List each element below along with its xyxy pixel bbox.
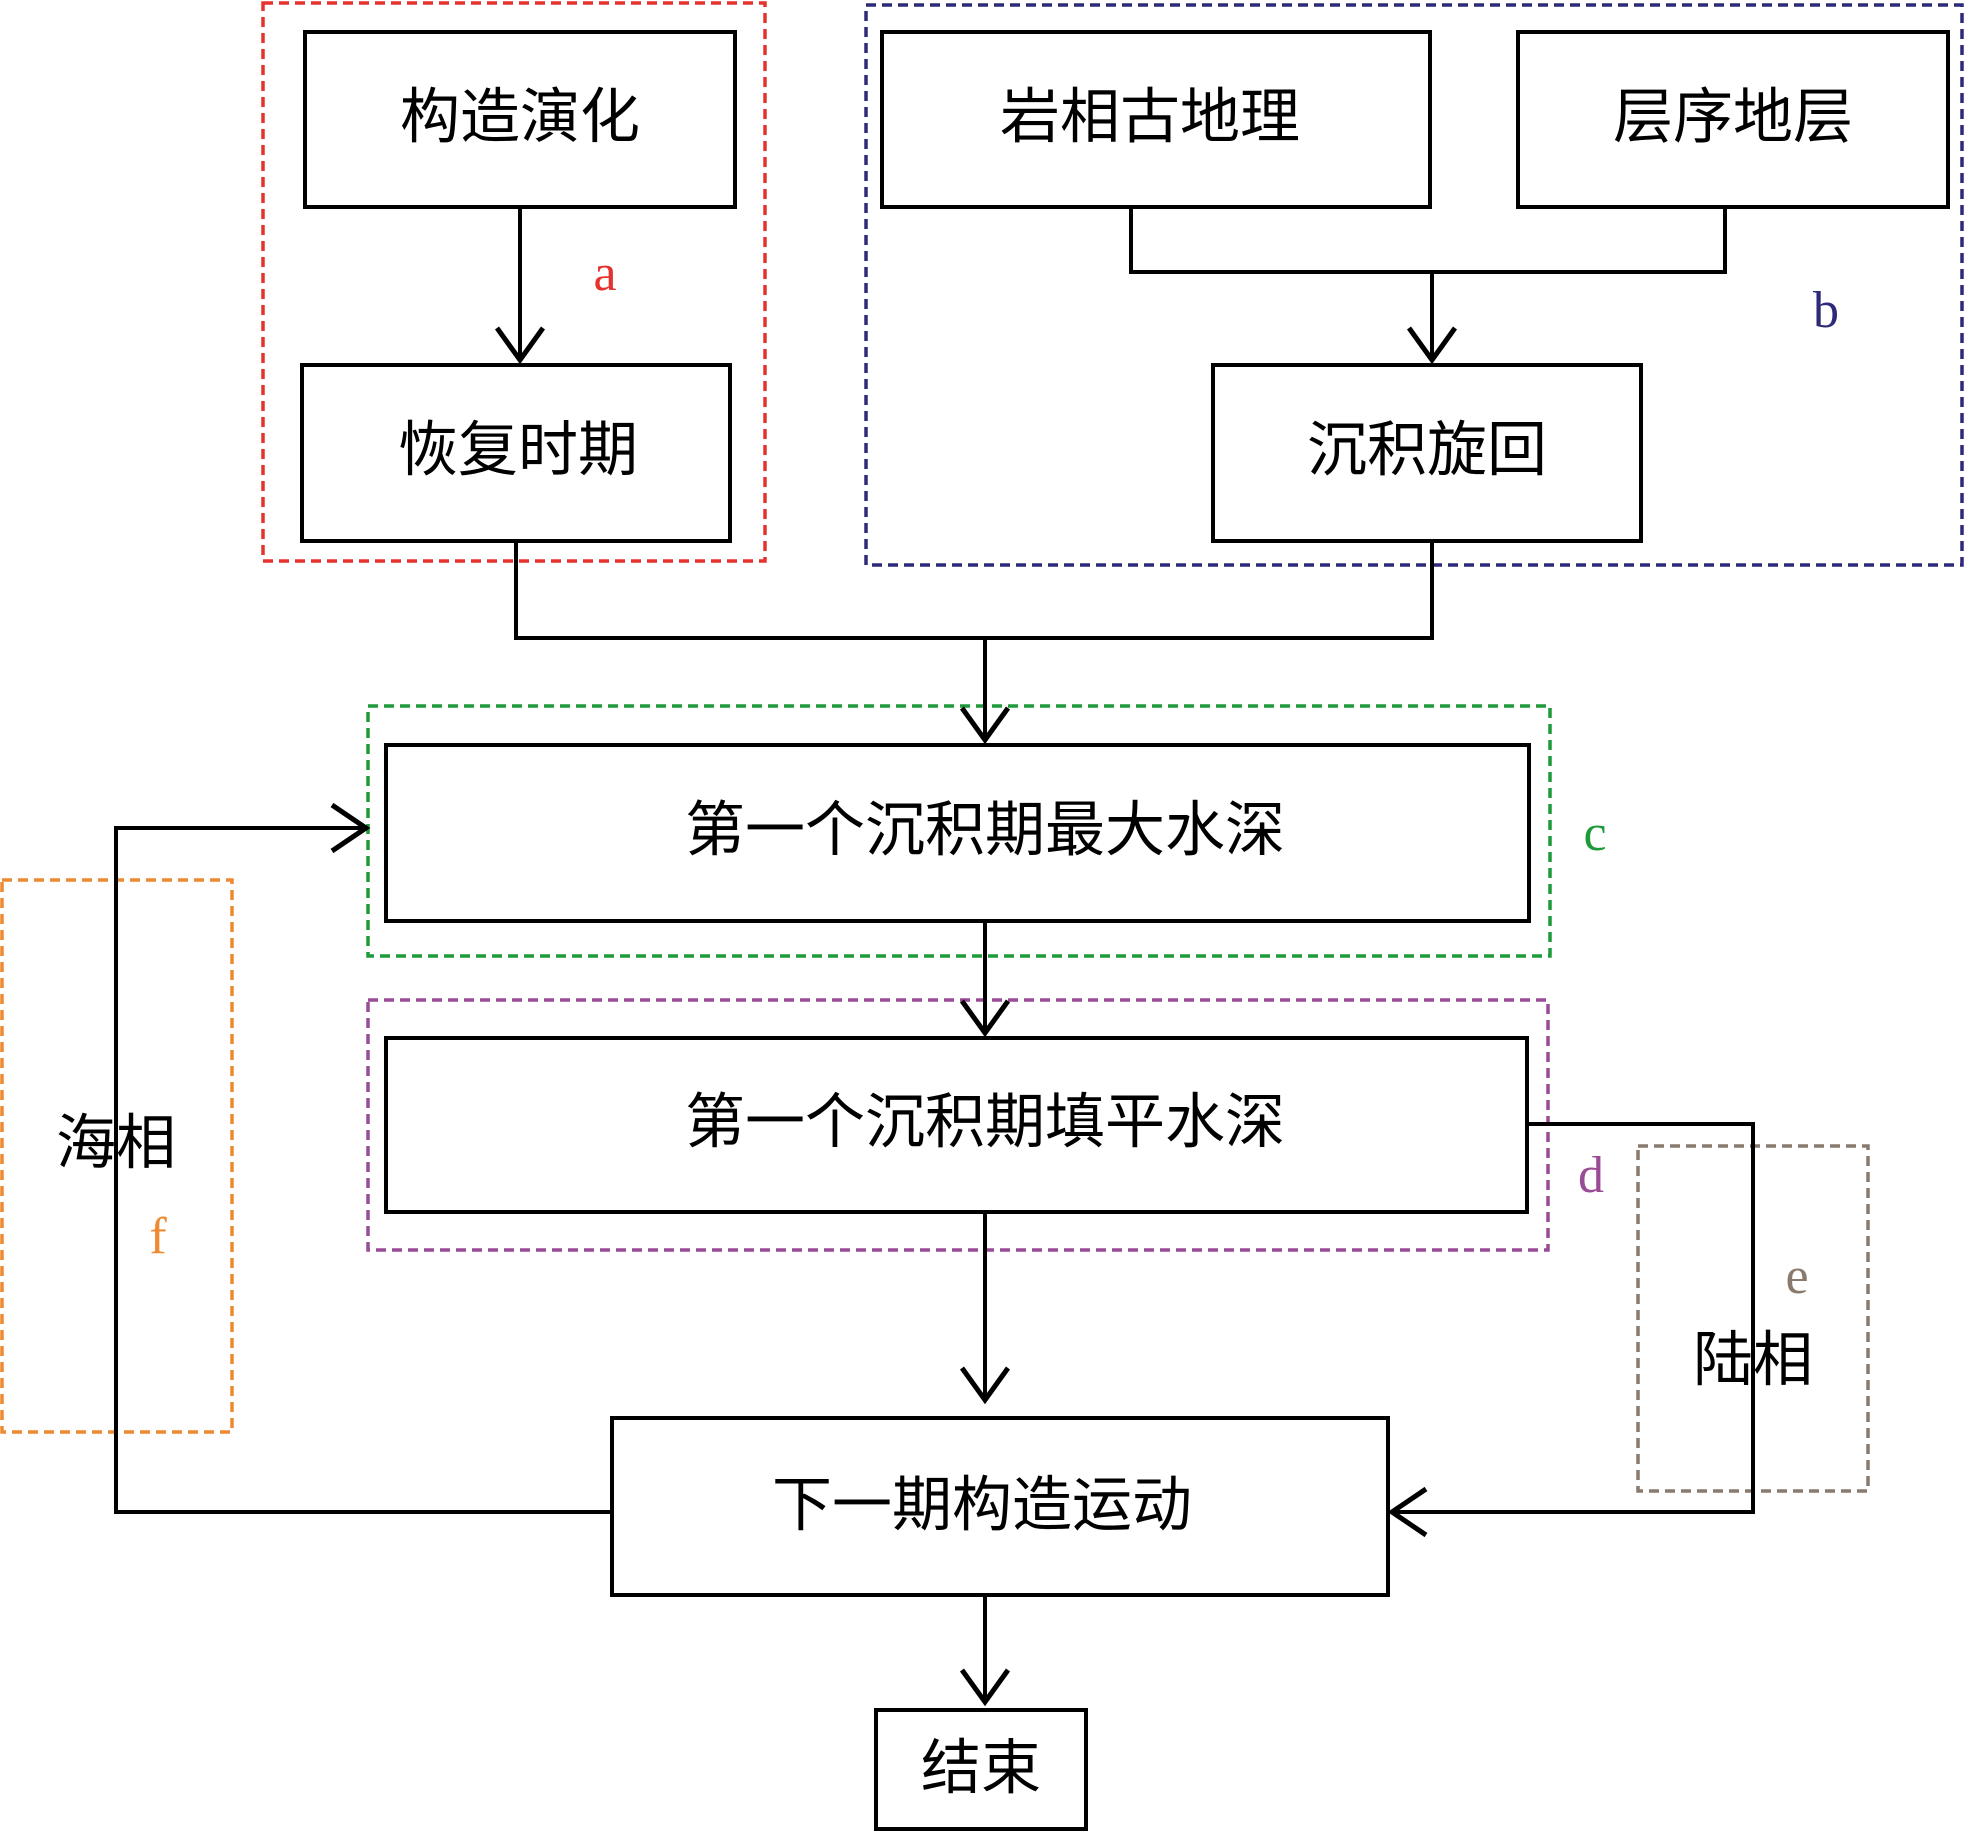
node-sequence-box xyxy=(1516,30,1950,209)
group-a-tag: a xyxy=(593,245,616,302)
arrowhead-marine-return xyxy=(330,802,371,854)
node-sedimentary-cycle-box xyxy=(1211,363,1643,543)
group-b-tag: b xyxy=(1813,282,1839,339)
group-d-tag: d xyxy=(1578,1147,1604,1204)
group-f-tag: f xyxy=(149,1208,167,1265)
node-recovery-period-box xyxy=(300,363,732,543)
group-c-tag: c xyxy=(1583,805,1606,862)
arrowhead-filled-depth xyxy=(959,999,1011,1038)
node-lithofacies-label: 岩相古地理 xyxy=(1000,83,1300,153)
arrowhead-recovery xyxy=(494,326,546,365)
group-b-outline xyxy=(864,3,1964,567)
arrowhead-cycle xyxy=(1406,326,1458,365)
node-end-label: 结束 xyxy=(921,1734,1041,1804)
node-next-tectonic-box xyxy=(610,1416,1390,1597)
node-recovery-period-label: 恢复时期 xyxy=(398,416,638,486)
branch-continental-label: 陆相 xyxy=(1693,1326,1813,1396)
group-a-outline xyxy=(261,1,767,563)
branch-marine-label: 海相 xyxy=(56,1109,176,1179)
connector-recovery-cycle-join xyxy=(514,541,1434,640)
group-e-tag: e xyxy=(1785,1248,1808,1305)
connector-lithofacies-sequence-join xyxy=(1129,207,1727,274)
arrowhead-max-depth xyxy=(959,706,1011,745)
node-end-box xyxy=(874,1708,1088,1831)
node-first-max-depth-box xyxy=(384,743,1531,923)
arrowhead-end xyxy=(959,1668,1011,1707)
node-first-filled-depth-box xyxy=(384,1036,1529,1214)
node-tectonic-evolution-box xyxy=(303,30,737,209)
node-tectonic-evolution-label: 构造演化 xyxy=(400,83,640,153)
connector-continental-loop xyxy=(1392,1122,1755,1514)
node-first-max-depth-label: 第一个沉积期最大水深 xyxy=(685,796,1285,866)
arrowhead-next-tectonic xyxy=(959,1366,1011,1405)
arrowhead-continental-return xyxy=(1387,1486,1428,1538)
node-next-tectonic-label: 下一期构造运动 xyxy=(772,1471,1192,1541)
connector-marine-loop xyxy=(114,826,612,1514)
node-lithofacies-box xyxy=(880,30,1432,209)
node-sedimentary-cycle-label: 沉积旋回 xyxy=(1307,416,1547,486)
node-first-filled-depth-label: 第一个沉积期填平水深 xyxy=(685,1088,1285,1158)
group-c-outline xyxy=(366,704,1552,958)
node-sequence-label: 层序地层 xyxy=(1613,83,1853,153)
